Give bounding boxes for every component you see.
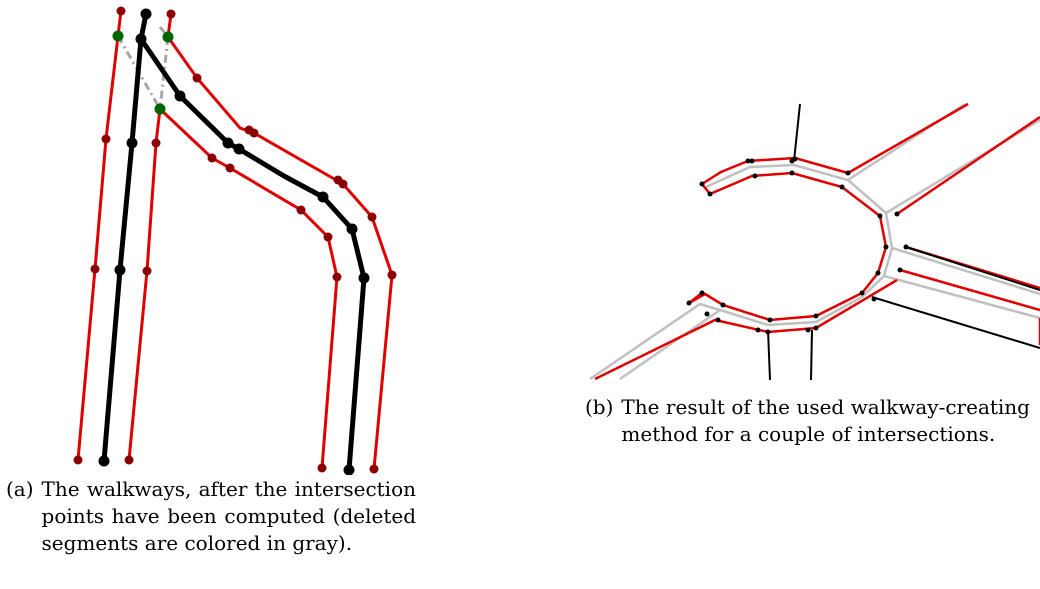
point: [749, 158, 755, 164]
vertex: [98, 455, 110, 467]
deleted-segment: [158, 26, 170, 38]
vertex: [346, 223, 358, 235]
vertex: [249, 128, 259, 138]
walkway-inner-top: [709, 171, 881, 217]
walkway-inner-edge: [127, 108, 162, 461]
vertex: [101, 134, 111, 144]
walkway-right-lower: [899, 268, 1040, 312]
point: [767, 317, 773, 323]
vertex: [207, 153, 217, 163]
point: [707, 191, 713, 197]
caption-b: (b) The result of the used walkway-creat…: [585, 394, 1030, 448]
point: [704, 311, 710, 317]
road-outline: [619, 308, 721, 381]
connector-line: [793, 103, 801, 162]
vertex: [222, 137, 234, 149]
point: [755, 327, 761, 333]
point: [720, 302, 726, 308]
figure-a-diagram: [73, 6, 397, 475]
walkway-outer: [701, 102, 969, 186]
vertex: [323, 232, 333, 242]
vertex: [151, 138, 161, 148]
vertex: [343, 464, 355, 475]
connector-lines: [767, 103, 1040, 381]
vertex: [317, 463, 327, 473]
vertex: [358, 272, 370, 284]
vertex: [142, 266, 152, 276]
point: [859, 290, 865, 296]
point: [903, 244, 909, 250]
point: [813, 313, 819, 319]
vertex: [116, 6, 126, 16]
vertex: [317, 191, 329, 203]
connector-line: [905, 246, 1040, 291]
vertex: [90, 264, 100, 274]
vertex: [174, 90, 186, 102]
intersection-point: [112, 30, 124, 42]
point: [699, 290, 705, 296]
caption-b-tag: (b): [585, 395, 614, 419]
walkway-upper-right: [896, 115, 1040, 216]
walkway-vertices: [73, 6, 397, 474]
intersection-points: [112, 30, 174, 115]
vertex: [124, 455, 134, 465]
point: [875, 270, 881, 276]
vertex: [225, 163, 235, 173]
point: [871, 296, 877, 302]
road-outline: [589, 163, 894, 381]
vertex: [73, 455, 83, 465]
intersection-point: [154, 103, 166, 115]
point: [789, 158, 795, 164]
point: [715, 317, 721, 323]
intersection-point: [162, 31, 174, 43]
caption-a: (a) The walkways, after the intersection…: [6, 476, 416, 557]
walkway-points: [686, 156, 909, 335]
connector-line: [767, 329, 771, 381]
road-outlines: [589, 102, 1040, 381]
vertex: [333, 175, 343, 185]
point: [745, 158, 751, 164]
vertex: [166, 9, 176, 19]
road-outline: [891, 246, 1040, 296]
point: [897, 267, 903, 273]
walkways: [594, 102, 1040, 381]
vertex: [367, 212, 377, 222]
vertex: [387, 270, 397, 280]
caption-a-text: The walkways, after the intersection poi…: [41, 477, 416, 555]
vertex: [369, 464, 379, 474]
point: [805, 327, 811, 333]
vertex: [332, 272, 342, 282]
vertex: [126, 137, 138, 149]
point: [839, 184, 845, 190]
connector-line: [810, 329, 813, 381]
caption-a-tag: (a): [6, 477, 34, 501]
centerline-vertices: [98, 8, 370, 475]
centerline-branch: [138, 37, 367, 471]
figure-b-diagram: [589, 102, 1040, 381]
vertex: [140, 8, 152, 20]
point: [845, 170, 851, 176]
point: [813, 325, 819, 331]
point: [877, 213, 883, 219]
road-outline: [883, 274, 1040, 320]
connector-line: [871, 296, 1040, 349]
vertex: [192, 73, 202, 83]
vertex: [114, 264, 126, 276]
vertex: [135, 33, 147, 45]
vertex: [233, 143, 245, 155]
point: [883, 244, 889, 250]
point: [894, 211, 900, 217]
point: [789, 170, 795, 176]
vertex: [296, 205, 306, 215]
point: [765, 329, 771, 335]
point: [686, 300, 692, 306]
caption-b-text: The result of the used walkway-creating …: [621, 395, 1030, 446]
point: [752, 173, 758, 179]
point: [699, 181, 705, 187]
